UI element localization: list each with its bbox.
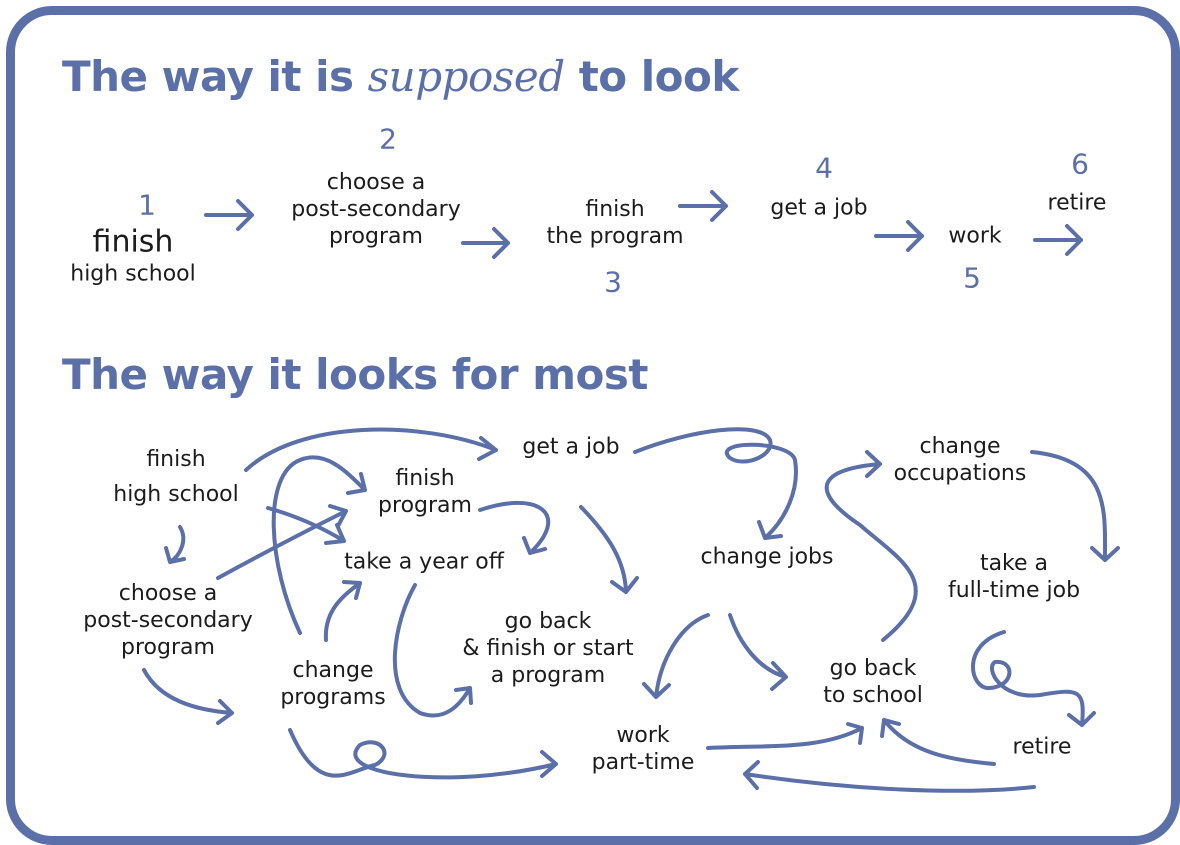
- node-retire: retire: [1012, 734, 1072, 760]
- step-choose-program: choose a post-secondary program: [291, 170, 460, 250]
- supposed-heading: The way it is supposed to look: [62, 52, 739, 101]
- step-number-5: 5: [963, 261, 981, 295]
- node-label-line: to school: [823, 683, 923, 708]
- node-take-a-year-off: take a year off: [344, 549, 504, 575]
- node-label-line: finish: [395, 466, 455, 492]
- node-choose-program: choose a post-secondary program: [83, 581, 252, 661]
- node-go-back-finish-or-start: go back & finish or start a program: [462, 609, 633, 689]
- step-number-6: 6: [1071, 147, 1089, 181]
- node-label-line: choose a: [118, 580, 218, 606]
- node-label-line: a program: [490, 662, 606, 688]
- supposed-heading-emphasis: supposed: [367, 52, 565, 101]
- arrow: [743, 760, 1036, 793]
- node-label-line: full-time job: [947, 578, 1081, 603]
- node-take-full-time-job: take a full-time job: [948, 551, 1080, 605]
- arrow: [164, 525, 186, 564]
- most-heading: The way it looks for most: [62, 350, 648, 399]
- arrow: [392, 583, 473, 718]
- node-label-line: change: [292, 658, 374, 684]
- arrow: [971, 630, 1096, 727]
- arrow: [579, 505, 639, 594]
- node-label-line: post-secondary: [83, 607, 253, 633]
- step-label-line: the program: [546, 224, 684, 249]
- node-get-a-job: get a job: [522, 434, 620, 460]
- arrow: [204, 199, 254, 231]
- arrow: [824, 450, 918, 642]
- arrow: [874, 220, 924, 252]
- rounded-frame: [6, 6, 1180, 845]
- node-finish-high-school: finish high school: [113, 442, 239, 512]
- arrow: [642, 613, 710, 699]
- node-label-line: finish: [146, 446, 206, 472]
- step-finish-program: finish the program: [546, 197, 683, 251]
- supposed-heading-part2: to look: [578, 52, 740, 101]
- arrow: [728, 613, 788, 691]
- node-label-line: change: [919, 434, 1001, 460]
- step-label-line: program: [329, 223, 423, 249]
- node-label-line: high school: [113, 482, 239, 507]
- node-label-line: programs: [280, 685, 386, 710]
- node-label-line: program: [378, 493, 472, 518]
- step-finish-high-school: finish high school: [70, 224, 196, 287]
- arrow: [271, 455, 367, 635]
- node-go-back-to-school: go back to school: [823, 656, 923, 710]
- arrow: [323, 580, 362, 642]
- step-number-4: 4: [815, 151, 833, 185]
- step-retire: retire: [1047, 190, 1107, 216]
- node-change-programs: change programs: [280, 658, 385, 712]
- step-label-line: post-secondary: [291, 196, 461, 222]
- node-change-jobs: change jobs: [700, 544, 834, 570]
- node-label-line: go back: [504, 608, 592, 634]
- step-number-1: 1: [138, 188, 156, 222]
- arrow: [461, 227, 510, 259]
- step-work: work: [948, 223, 1002, 249]
- node-label-line: occupations: [893, 461, 1027, 486]
- step-label-line: finish: [585, 197, 645, 223]
- node-change-occupations: change occupations: [894, 434, 1027, 488]
- step-get-a-job: get a job: [770, 195, 868, 221]
- node-label-line: go back: [829, 656, 917, 682]
- arrow: [216, 504, 348, 580]
- node-work-part-time: work part-time: [592, 723, 695, 777]
- step-number-3: 3: [604, 265, 622, 299]
- arrow: [1030, 450, 1120, 562]
- node-label-line: program: [121, 634, 215, 660]
- node-label-line: work: [616, 723, 670, 749]
- node-label-line: & finish or start: [462, 635, 634, 661]
- arrow: [288, 728, 558, 780]
- step-label-line: high school: [70, 260, 196, 286]
- node-label-line: take a: [979, 551, 1049, 577]
- arrow: [678, 190, 728, 222]
- arrow: [266, 506, 346, 545]
- step-label-line: finish: [92, 224, 174, 260]
- arrow: [478, 500, 551, 555]
- arrow: [633, 427, 798, 540]
- arrow: [244, 427, 498, 472]
- arrow: [1033, 224, 1083, 256]
- step-label-line: choose a: [326, 169, 426, 195]
- node-finish-program: finish program: [378, 466, 472, 520]
- arrow: [142, 668, 234, 725]
- step-number-2: 2: [379, 122, 397, 156]
- node-label-line: part-time: [591, 750, 695, 775]
- supposed-heading-part1: The way it is: [62, 52, 354, 101]
- arrow: [880, 718, 996, 766]
- arrow: [706, 722, 864, 750]
